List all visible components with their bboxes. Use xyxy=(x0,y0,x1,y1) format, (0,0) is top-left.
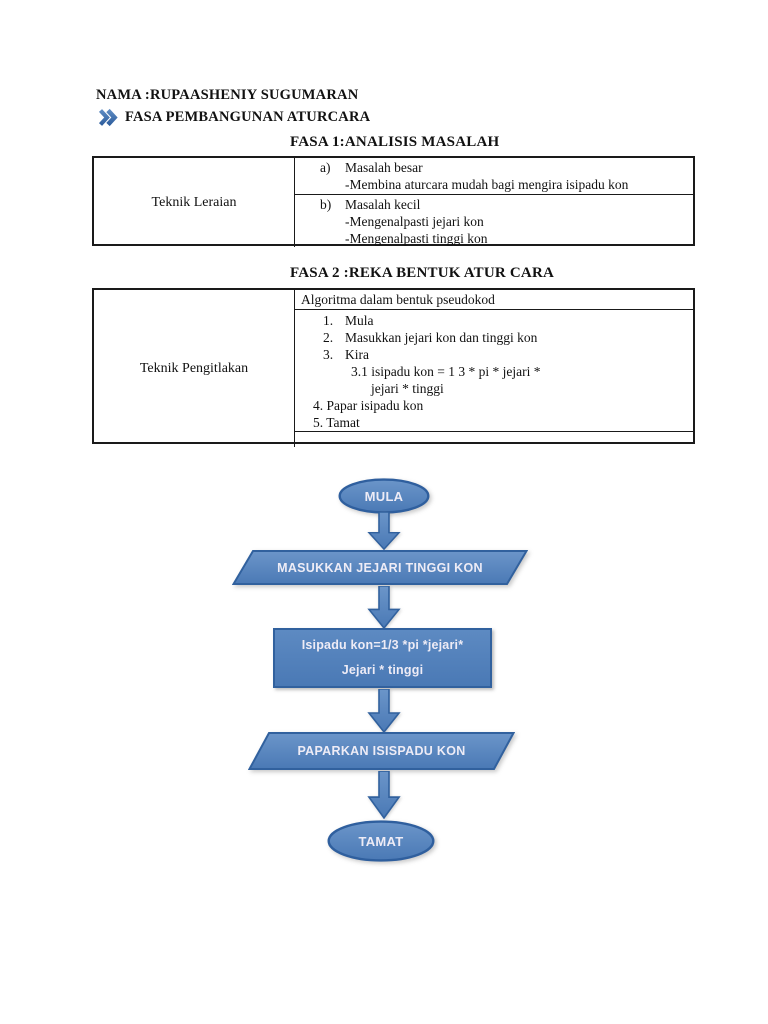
flow-arrow-down-1 xyxy=(367,512,401,550)
flowchart-start-terminal: MULA xyxy=(338,478,430,514)
section1-title: FASA 1:ANALISIS MASALAH xyxy=(290,134,500,150)
algorithm-steps: 1. Mula 2. Masukkan jejari kon dan tingg… xyxy=(295,310,693,432)
step-number: 1. xyxy=(323,313,334,328)
step-text: Mula xyxy=(345,313,374,328)
flowchart-input-parallelogram: MASUKKAN JEJARI TINGGI KON xyxy=(232,550,528,585)
down-arrow-icon xyxy=(367,689,401,733)
item-b-detail1: -Mengenalpasti jejari kon xyxy=(345,214,484,229)
item-b-detail2: -Mengenalpasti tinggi kon xyxy=(345,231,488,246)
flow-arrow-down-4 xyxy=(367,771,401,819)
down-arrow-icon xyxy=(367,512,401,550)
step-text: 5. Tamat xyxy=(313,415,360,430)
process-line2: Jejari * tinggi xyxy=(341,663,424,677)
analysis-row-label: Teknik Leraian xyxy=(94,158,295,247)
phase-heading: FASA PEMBANGUNAN ATURCARA xyxy=(125,109,371,125)
flow-arrow-down-3 xyxy=(367,689,401,733)
algorithm-step: 2. Masukkan jejari kon dan tinggi kon xyxy=(323,329,693,346)
analysis-item-a: a) Masalah besar -Membina aturcara mudah… xyxy=(295,158,693,195)
algorithm-step: jejari * tinggi xyxy=(371,380,693,397)
design-content-column: Algoritma dalam bentuk pseudokod 1. Mula… xyxy=(295,290,693,447)
start-label: MULA xyxy=(364,488,404,504)
step-text: Masukkan jejari kon dan tinggi kon xyxy=(345,330,538,345)
step-text: Kira xyxy=(345,347,369,362)
algorithm-step: 3.1 isipadu kon = 1 3 * pi * jejari * xyxy=(351,363,693,380)
double-chevron-right-icon xyxy=(98,108,118,127)
input-parallelogram-shape xyxy=(232,550,528,585)
item-a-detail: -Membina aturcara mudah bagi mengira isi… xyxy=(345,177,629,192)
step-text: jejari * tinggi xyxy=(371,381,444,396)
end-ellipse-shape xyxy=(327,820,435,862)
algorithm-step: 4. Papar isipadu kon xyxy=(313,397,693,414)
section2-title: FASA 2 :REKA BENTUK ATUR CARA xyxy=(290,265,555,281)
algorithm-step: 3. Kira xyxy=(323,346,693,363)
item-b-title: Masalah kecil xyxy=(345,197,421,212)
end-label: TAMAT xyxy=(358,833,404,849)
item-b-marker: b) xyxy=(320,197,332,212)
step-text: 4. Papar isipadu kon xyxy=(313,398,424,413)
algorithm-empty-row xyxy=(295,432,693,447)
step-number: 2. xyxy=(323,330,334,345)
step-number: 3. xyxy=(323,347,334,362)
phase-heading-row: FASA PEMBANGUNAN ATURCARA xyxy=(98,108,370,127)
design-row-label: Teknik Pengitlakan xyxy=(94,290,295,447)
flowchart-end-terminal: TAMAT xyxy=(327,820,435,862)
item-a-marker: a) xyxy=(320,160,331,175)
item-a-title: Masalah besar xyxy=(345,160,423,175)
design-table: Teknik Pengitlakan Algoritma dalam bentu… xyxy=(92,288,695,447)
step-text: 3.1 isipadu kon = 1 3 * pi * jejari * xyxy=(351,364,541,379)
algorithm-header: Algoritma dalam bentuk pseudokod xyxy=(295,290,693,310)
down-arrow-icon xyxy=(367,586,401,629)
output-parallelogram-shape xyxy=(248,732,515,770)
student-name-line: NAMA :RUPAASHENIY SUGUMARAN xyxy=(96,87,359,103)
analysis-content-column: a) Masalah besar -Membina aturcara mudah… xyxy=(295,158,693,247)
algorithm-step: 1. Mula xyxy=(323,312,693,329)
flowchart-output-parallelogram: PAPARKAN ISISPADU KON xyxy=(248,732,515,770)
output-label: PAPARKAN ISISPADU KON xyxy=(297,744,466,758)
down-arrow-icon xyxy=(367,771,401,819)
item-b-line1: b) Masalah kecil xyxy=(320,196,689,213)
process-line1: Isipadu kon=1/3 *pi *jejari* xyxy=(301,638,464,652)
analysis-item-b: b) Masalah kecil -Mengenalpasti jejari k… xyxy=(295,195,693,247)
flow-arrow-down-2 xyxy=(367,586,401,629)
analysis-table: Teknik Leraian a) Masalah besar -Membina… xyxy=(92,156,695,247)
algorithm-step: 5. Tamat xyxy=(313,414,693,431)
item-a-line1: a) Masalah besar xyxy=(320,159,689,176)
input-label: MASUKKAN JEJARI TINGGI KON xyxy=(277,560,483,575)
flowchart-process-rectangle: Isipadu kon=1/3 *pi *jejari* Jejari * ti… xyxy=(273,628,492,688)
